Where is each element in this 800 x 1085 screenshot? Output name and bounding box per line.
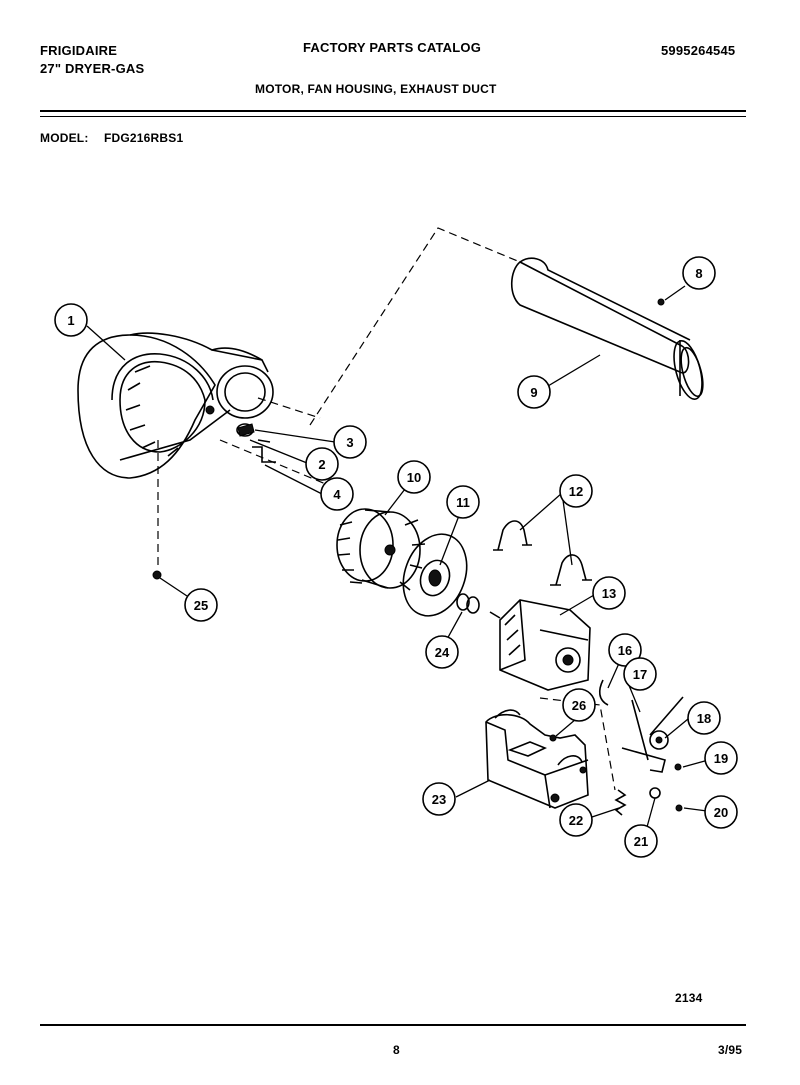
section-title: MOTOR, FAN HOUSING, EXHAUST DUCT: [255, 82, 497, 96]
callout-26: 26: [562, 688, 596, 722]
catalog-date: 3/95: [718, 1043, 743, 1057]
fan-housing: [77, 332, 274, 479]
svg-text:24: 24: [435, 645, 450, 660]
motor-mount-base: [485, 709, 589, 809]
callout-19: 19: [704, 741, 738, 775]
idler-arm-assembly: [621, 696, 684, 812]
washer: [456, 593, 480, 614]
svg-text:9: 9: [530, 385, 537, 400]
callout-12: 12: [559, 474, 593, 508]
callout-16: 16: [608, 633, 642, 667]
screw-25: [152, 570, 162, 580]
svg-text:11: 11: [456, 495, 470, 510]
callout-4: 4: [320, 477, 354, 511]
page-number: 8: [393, 1043, 400, 1057]
svg-text:21: 21: [634, 834, 648, 849]
callout-1: 1: [54, 303, 88, 337]
diagram-number: 2134: [675, 991, 703, 1005]
motor-clamps: [493, 520, 592, 586]
product-name: 27" DRYER-GAS: [40, 61, 145, 76]
blower-seal-plate: [402, 533, 468, 617]
svg-text:26: 26: [572, 698, 586, 713]
leader-lines: [86, 285, 713, 828]
svg-text:25: 25: [194, 598, 208, 613]
header-rule-top: [40, 110, 746, 112]
model-value: FDG216RBS1: [104, 131, 184, 145]
screw-26: [549, 734, 557, 742]
callout-13: 13: [592, 576, 626, 610]
idler-spring: [614, 789, 627, 816]
catalog-number: 5995264545: [661, 43, 736, 58]
drive-motor: [489, 599, 591, 691]
callout-24: 24: [425, 635, 459, 669]
assembly-line-duct: [309, 227, 521, 426]
svg-text:19: 19: [714, 751, 728, 766]
brand-name: FRIGIDAIRE: [40, 43, 118, 58]
catalog-title: FACTORY PARTS CATALOG: [303, 40, 482, 55]
svg-text:18: 18: [697, 711, 711, 726]
callout-18: 18: [687, 701, 721, 735]
svg-text:16: 16: [618, 643, 632, 658]
svg-text:3: 3: [346, 435, 353, 450]
svg-text:4: 4: [333, 487, 341, 502]
callout-8: 8: [682, 256, 716, 290]
assembly-line-mount: [539, 697, 616, 791]
svg-text:2: 2: [318, 457, 325, 472]
model-label: MODEL:: [40, 131, 89, 145]
callout-2: 2: [305, 447, 339, 481]
exhaust-duct: [510, 257, 704, 400]
svg-text:8: 8: [695, 266, 702, 281]
footer-rule: [40, 1024, 746, 1026]
svg-text:17: 17: [633, 667, 647, 682]
svg-text:10: 10: [407, 470, 421, 485]
blower-wheel: [336, 508, 426, 591]
svg-text:1: 1: [67, 313, 74, 328]
svg-text:20: 20: [714, 805, 728, 820]
svg-text:13: 13: [602, 586, 616, 601]
callout-25: 25: [184, 588, 218, 622]
svg-text:23: 23: [432, 792, 446, 807]
header-rule-bottom: [40, 116, 746, 117]
thermostat-bracket: [236, 423, 276, 463]
callout-20: 20: [704, 795, 738, 829]
assembly-line-bracket: [219, 439, 341, 491]
spring-clip: [598, 679, 609, 706]
callout-22: 22: [559, 803, 593, 837]
svg-text:22: 22: [569, 813, 583, 828]
callout-11: 11: [446, 485, 480, 519]
callout-23: 23: [422, 782, 456, 816]
callout-9: 9: [517, 375, 551, 409]
callout-21: 21: [624, 824, 658, 858]
assembly-line-housing: [257, 397, 321, 419]
screw-8: [657, 298, 665, 306]
callout-10: 10: [397, 460, 431, 494]
svg-text:12: 12: [569, 484, 583, 499]
callout-3: 3: [333, 425, 367, 459]
callout-17: 17: [623, 657, 657, 691]
